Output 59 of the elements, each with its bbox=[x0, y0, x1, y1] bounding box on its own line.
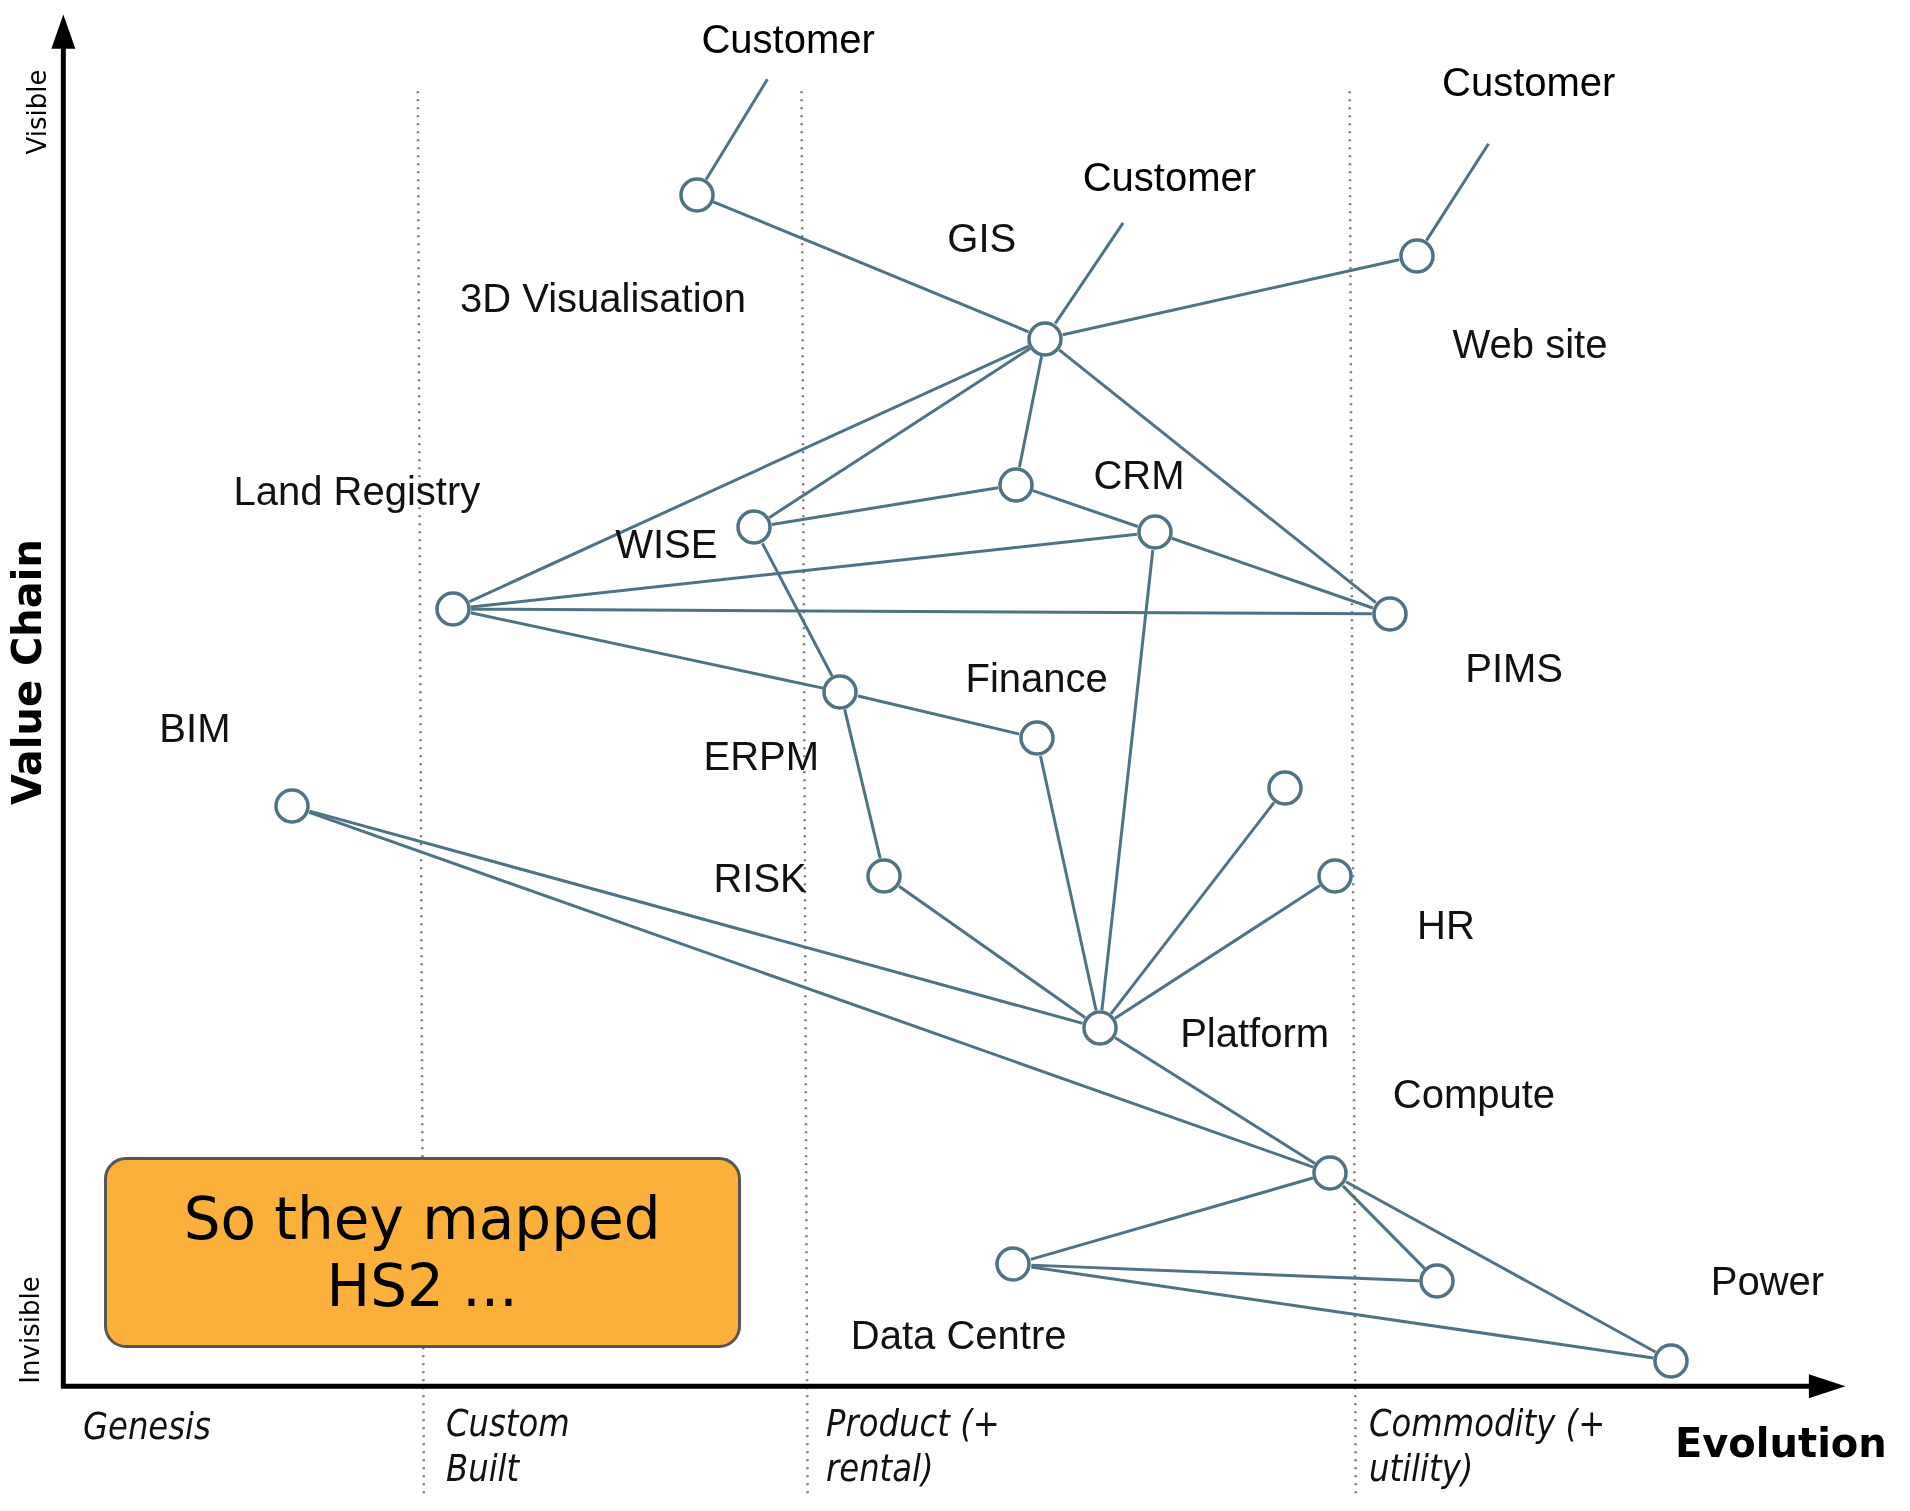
axis-label: Value Chain bbox=[3, 539, 50, 806]
dependency-line bbox=[843, 709, 882, 859]
dependency-line bbox=[1100, 550, 1155, 1011]
dependency-line bbox=[771, 486, 999, 527]
dependency-line bbox=[308, 810, 1314, 1169]
dependency-line bbox=[1345, 1180, 1657, 1354]
component-label: Land Registry bbox=[233, 468, 481, 513]
stage-label: Product (+ rental) bbox=[825, 1400, 1001, 1492]
dependency-line bbox=[1109, 801, 1276, 1015]
stage-label: Commodity (+ utility) bbox=[1369, 1400, 1607, 1492]
component-label: Data Centre bbox=[850, 1313, 1067, 1358]
component-label: CRM bbox=[1093, 453, 1185, 498]
component-label: Platform bbox=[1180, 1010, 1330, 1055]
dependency-line bbox=[309, 809, 1083, 1025]
dependency-line bbox=[1039, 755, 1098, 1011]
component-label: ERPM bbox=[703, 734, 820, 779]
component-label: Power bbox=[1710, 1259, 1825, 1304]
dependency-line bbox=[898, 885, 1087, 1019]
dependency-line bbox=[470, 611, 824, 690]
dependency-line bbox=[471, 607, 1372, 616]
component-label: WISE bbox=[615, 522, 718, 567]
dependency-line bbox=[1031, 1265, 1654, 1360]
user-label: Customer bbox=[1441, 59, 1617, 104]
component-label: PIMS bbox=[1465, 645, 1563, 690]
user-label: Customer bbox=[700, 17, 876, 62]
dependency-line bbox=[1341, 1184, 1426, 1270]
dependency-line bbox=[1058, 348, 1377, 604]
dependency-line bbox=[1062, 258, 1400, 337]
component-label: RISK bbox=[713, 856, 807, 901]
dependency-line bbox=[768, 347, 1031, 519]
dependency-line bbox=[1425, 142, 1490, 242]
dependency-line bbox=[1030, 1176, 1314, 1261]
dependency-line bbox=[1053, 222, 1125, 325]
component-label: Finance bbox=[965, 656, 1108, 701]
dependency-line bbox=[1031, 1263, 1420, 1283]
stage-label: Custom Built bbox=[445, 1400, 571, 1492]
component-label: BIM bbox=[159, 706, 231, 751]
axis-label: Evolution bbox=[1674, 1420, 1887, 1467]
component-label: GIS bbox=[947, 215, 1017, 260]
component-label: HR bbox=[1417, 902, 1475, 947]
stage-label: Genesis bbox=[82, 1404, 212, 1451]
dependency-line bbox=[1114, 1036, 1316, 1165]
dependency-line bbox=[1114, 884, 1321, 1020]
component-label: 3D Visualisation bbox=[459, 276, 746, 321]
dependency-line bbox=[761, 542, 834, 677]
dependency-line bbox=[470, 532, 1138, 609]
dependency-line bbox=[712, 200, 1030, 334]
dependency-line bbox=[1017, 356, 1044, 468]
component-label: Compute bbox=[1392, 1071, 1556, 1116]
note-box: So they mapped HS2 ... bbox=[103, 1157, 741, 1349]
dependency-line bbox=[857, 694, 1020, 736]
dependency-line bbox=[468, 344, 1030, 603]
axis-label: Invisible bbox=[15, 1276, 46, 1384]
component-label: Web site bbox=[1452, 321, 1608, 366]
dependency-line bbox=[1032, 489, 1139, 528]
dependency-line bbox=[704, 78, 769, 181]
user-label: Customer bbox=[1081, 154, 1258, 199]
dependency-line bbox=[1171, 536, 1374, 610]
axis-label: Visible bbox=[21, 69, 52, 155]
